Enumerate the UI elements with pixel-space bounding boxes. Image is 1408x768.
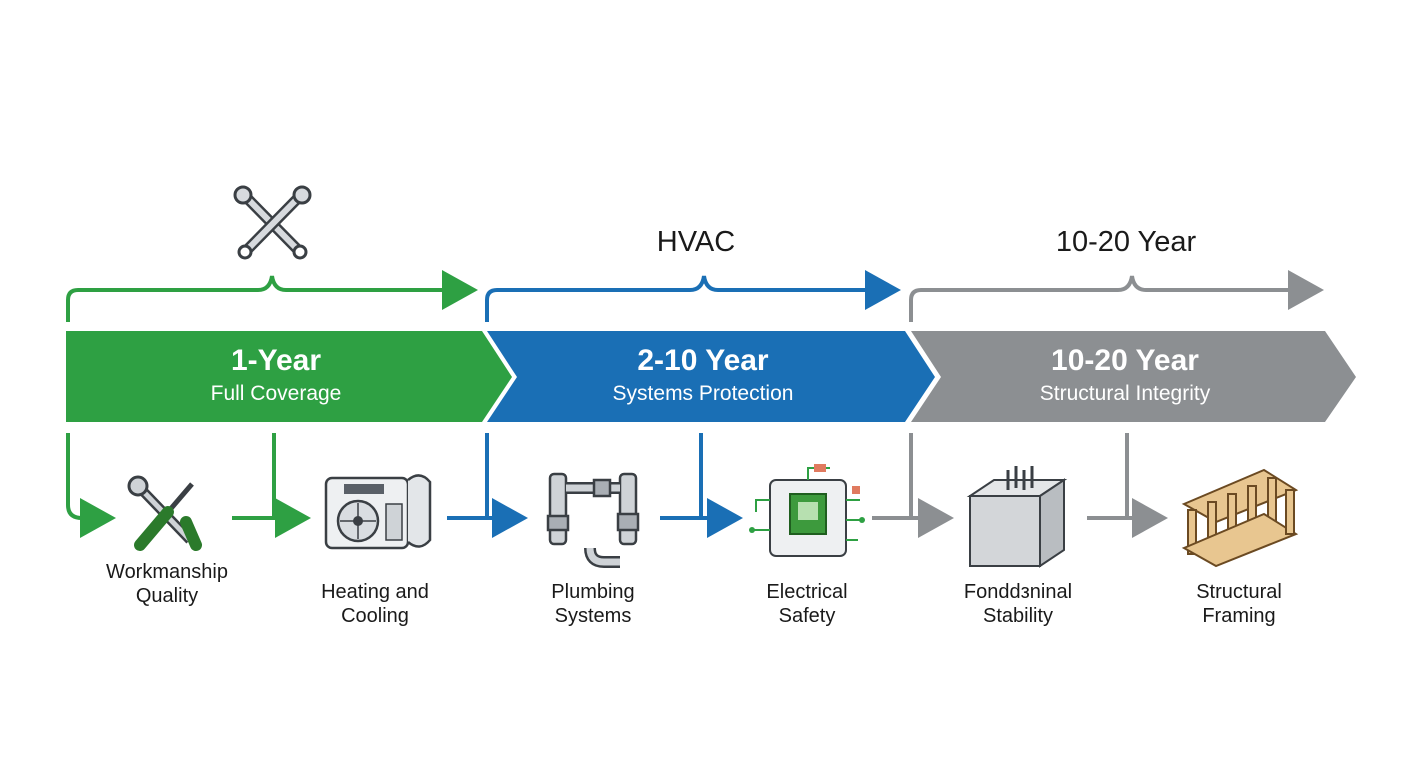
item-label-electrical: Electrical Safety [766, 581, 848, 627]
item-label-heating-cooling: Heating and Cooling [321, 581, 429, 627]
phase-title-2-10-year: 2-10 Year [637, 344, 769, 377]
phase-title-1-year: 1-Year [230, 344, 322, 377]
hvac-unit-icon [324, 474, 432, 550]
brace-arrow-green [66, 270, 478, 322]
item-label-foundation: Fonddзninal Stability [963, 581, 1073, 627]
item-label-plumbing: Plumbing Systems [551, 581, 635, 627]
item-label-workmanship: Workmanship Quality [106, 561, 228, 607]
tools-icon [127, 475, 202, 551]
item-label-framing: Structural Framing [1196, 581, 1282, 627]
connector-arrows-green [66, 433, 311, 538]
phase-subtitle-2-10-year: Systems Protection [612, 382, 794, 405]
concrete-block-icon [966, 466, 1068, 568]
top-label-10-20-year: 10-20 Year [1055, 226, 1197, 258]
pipes-icon [546, 472, 640, 568]
brace-arrow-blue [485, 270, 901, 322]
circuit-board-icon [749, 464, 865, 557]
phase-subtitle-10-20-year: Structural Integrity [1039, 382, 1211, 405]
crossed-wrenches-icon [233, 185, 312, 260]
phase-band-1-year [66, 331, 512, 422]
phase-band-10-20-year [911, 331, 1356, 422]
phase-band-2-10-year [487, 331, 935, 422]
top-label-hvac: HVAC [656, 226, 736, 258]
phase-title-10-20-year: 10-20 Year [1051, 344, 1199, 377]
wood-framing-icon [1181, 468, 1299, 568]
connector-arrows-blue [447, 433, 743, 538]
connector-arrows-gray [872, 433, 1168, 538]
phase-subtitle-1-year: Full Coverage [210, 382, 342, 405]
brace-arrow-gray [909, 270, 1324, 322]
